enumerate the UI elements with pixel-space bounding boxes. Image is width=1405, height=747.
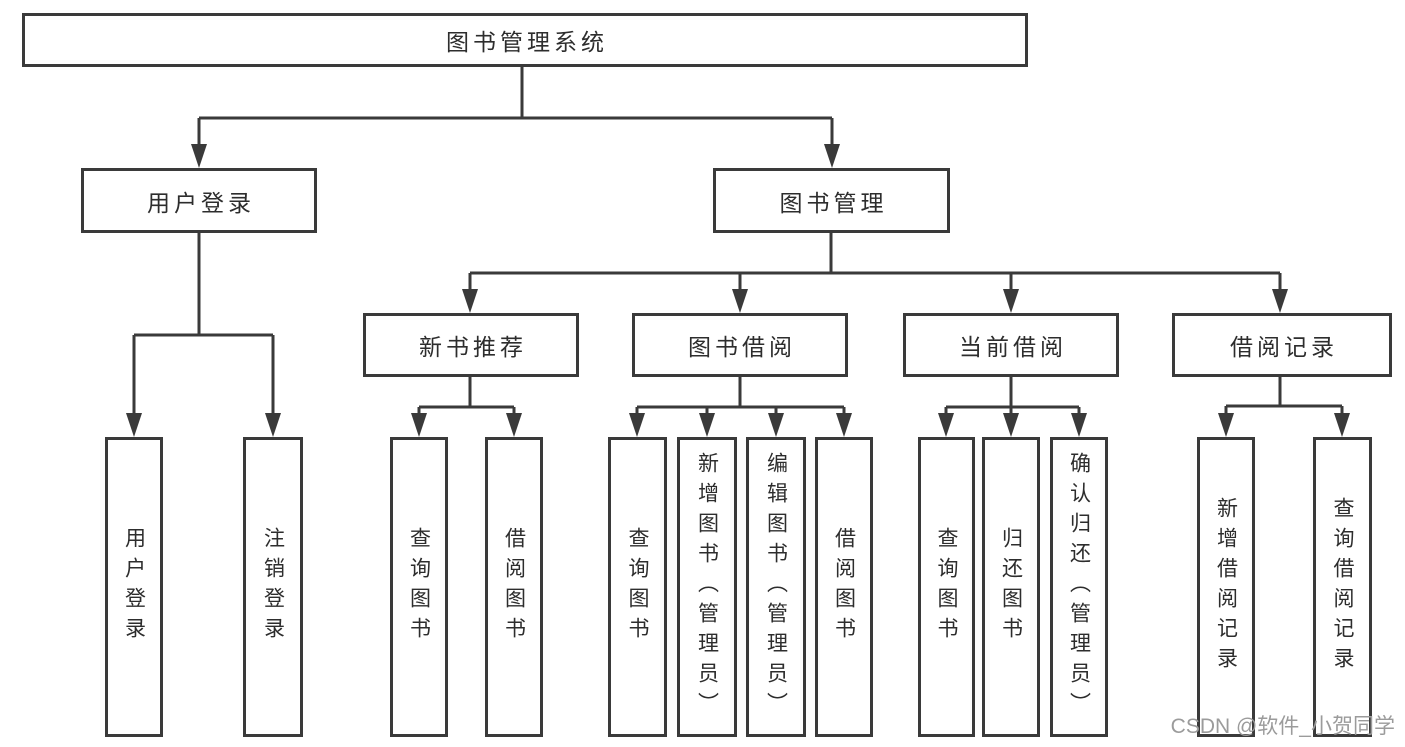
leaf-return-books: 归还图书 xyxy=(982,437,1040,737)
node-book-borrowing-label: 图书借阅 xyxy=(688,334,796,360)
leaf-edit-books-admin: 编辑图书（管理员） xyxy=(746,437,806,737)
leaf-confirm-return-admin: 确认归还（管理员） xyxy=(1050,437,1108,737)
arrowheads xyxy=(126,144,1350,437)
leaf-query-books-current: 查询图书 xyxy=(918,437,975,737)
node-book-management: 图书管理 xyxy=(713,168,950,233)
leaf-query-books-borrowing-label: 查询图书 xyxy=(626,527,649,647)
leaf-borrow-books-recommend-label: 借阅图书 xyxy=(502,527,526,647)
node-root-system-label: 图书管理系统 xyxy=(446,29,608,55)
leaf-borrow-books-label: 借阅图书 xyxy=(832,527,856,647)
leaf-query-books-recommend-label: 查询图书 xyxy=(407,527,431,647)
leaf-add-books-admin-label: 新增图书（管理员） xyxy=(695,452,719,722)
leaf-query-books-current-label: 查询图书 xyxy=(935,527,958,647)
node-root-system: 图书管理系统 xyxy=(22,13,1028,67)
node-borrow-records: 借阅记录 xyxy=(1172,313,1392,377)
leaf-user-login: 用户登录 xyxy=(105,437,163,737)
leaf-confirm-return-admin-label: 确认归还（管理员） xyxy=(1067,452,1091,722)
connector-paths xyxy=(132,67,1344,419)
node-borrow-records-label: 借阅记录 xyxy=(1230,334,1338,360)
leaf-logout-label: 注销登录 xyxy=(261,527,285,647)
leaf-query-borrow-record-label: 查询借阅记录 xyxy=(1331,497,1354,677)
csdn-watermark: CSDN @软件_小贺同学 xyxy=(1170,715,1395,738)
leaf-query-books-recommend: 查询图书 xyxy=(390,437,448,737)
node-new-book-recommend-label: 新书推荐 xyxy=(419,334,527,360)
node-book-borrowing: 图书借阅 xyxy=(632,313,848,377)
leaf-add-borrow-record-label: 新增借阅记录 xyxy=(1214,497,1238,677)
node-user-login-module: 用户登录 xyxy=(81,168,317,233)
leaf-add-books-admin: 新增图书（管理员） xyxy=(677,437,737,737)
node-user-login-module-label: 用户登录 xyxy=(147,189,255,216)
leaf-query-books-borrowing: 查询图书 xyxy=(608,437,667,737)
leaf-add-borrow-record: 新增借阅记录 xyxy=(1197,437,1255,737)
leaf-return-books-label: 归还图书 xyxy=(999,527,1023,647)
leaf-user-login-label: 用户登录 xyxy=(122,527,146,647)
leaf-borrow-books-recommend: 借阅图书 xyxy=(485,437,543,737)
leaf-borrow-books: 借阅图书 xyxy=(815,437,873,737)
node-new-book-recommend: 新书推荐 xyxy=(363,313,579,377)
node-current-borrowing: 当前借阅 xyxy=(903,313,1119,377)
node-current-borrowing-label: 当前借阅 xyxy=(959,334,1067,360)
node-book-management-label: 图书管理 xyxy=(779,189,888,216)
leaf-query-borrow-record: 查询借阅记录 xyxy=(1313,437,1372,737)
leaf-edit-books-admin-label: 编辑图书（管理员） xyxy=(764,452,788,722)
leaf-logout: 注销登录 xyxy=(243,437,303,737)
